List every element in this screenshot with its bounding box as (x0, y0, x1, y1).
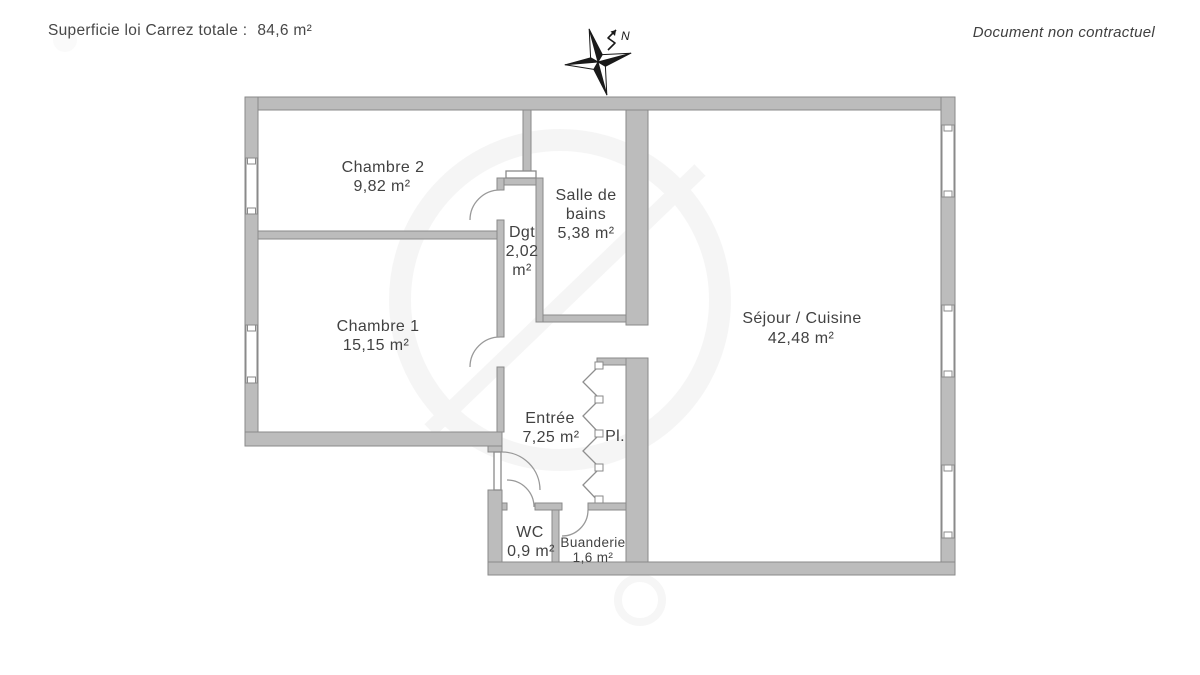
wall-dgt-right (535, 177, 544, 323)
wall-ch1-ch2-divider (257, 230, 503, 240)
wall-left-lower-a (487, 445, 503, 453)
north-arrow (607, 29, 617, 51)
room-label-chambre1: Chambre 1 15,15 m² (337, 318, 420, 354)
room-label-placard: Pl. (605, 428, 625, 445)
wall-left-lower-b (487, 489, 503, 563)
door-arc-buanderie (561, 509, 589, 537)
svg-text:7,25 m²: 7,25 m² (522, 429, 579, 446)
wall-chambre1-bottom (244, 431, 503, 447)
svg-text:Pl.: Pl. (605, 428, 625, 445)
window-sejour-3 (941, 464, 955, 539)
room-labels: Chambre 2 9,82 m² Salle de bains 5,38 m²… (337, 159, 862, 565)
wall-dgt-left-b (496, 219, 505, 338)
wall-sdb-sejour (625, 109, 649, 326)
doors (469, 170, 604, 537)
svg-text:Entrée: Entrée (525, 410, 575, 427)
wall-left-upper (244, 96, 259, 447)
wall-dgt-left-c (496, 366, 505, 433)
svg-text:2,02: 2,02 (506, 243, 539, 260)
svg-text:WC: WC (516, 524, 543, 541)
windows (245, 124, 955, 539)
carrez-label-text: Superficie loi Carrez totale : (48, 22, 248, 39)
svg-text:9,82 m²: 9,82 m² (353, 178, 410, 195)
placard-jambs (594, 361, 604, 504)
svg-text:15,15 m²: 15,15 m² (343, 337, 410, 354)
svg-text:42,48 m²: 42,48 m² (768, 330, 835, 347)
window-chambre2 (245, 157, 258, 215)
door-arc-chambre1 (469, 336, 501, 368)
svg-text:Buanderie: Buanderie (560, 535, 625, 550)
watermark (53, 28, 731, 626)
svg-text:1,6 m²: 1,6 m² (573, 550, 614, 565)
svg-text:Chambre 1: Chambre 1 (337, 318, 420, 335)
door-arc-wc (506, 479, 535, 508)
window-chambre1 (245, 324, 258, 384)
wall-dgt-left-a (496, 177, 505, 191)
room-label-salle-de-bains: Salle de bains 5,38 m² (555, 187, 616, 242)
svg-text:5,38 m²: 5,38 m² (557, 225, 614, 242)
carrez-total-value: 84,6 m² (257, 22, 313, 39)
svg-text:Salle de: Salle de (555, 187, 616, 204)
room-label-sejour-cuisine: Séjour / Cuisine 42,48 m² (742, 310, 861, 347)
wall-chambre2-right (522, 109, 532, 173)
door-arc-chambre2 (469, 189, 501, 221)
compass-rose (564, 28, 632, 96)
wall-bottom (487, 561, 956, 576)
room-label-dgt: Dgt 2,02 m² (506, 224, 539, 279)
wall-placard-sejour (625, 357, 649, 563)
room-label-buanderie: Buanderie 1,6 m² (560, 535, 625, 565)
non-contractual-note: Document non contractuel (972, 24, 1155, 41)
north-arrowhead (610, 30, 616, 36)
wall-top (244, 96, 956, 111)
svg-text:bains: bains (566, 206, 606, 223)
sdb-door-leaf (505, 170, 537, 179)
wall-wc-top-b (534, 502, 563, 511)
wall-wc-buanderie-divider (551, 509, 560, 563)
room-label-wc: WC 0,9 m² (507, 524, 555, 560)
svg-text:0,9 m²: 0,9 m² (507, 543, 555, 560)
door-arc-entrance (501, 451, 541, 491)
room-label-chambre2: Chambre 2 9,82 m² (342, 159, 425, 195)
room-label-entree: Entrée 7,25 m² (522, 410, 579, 446)
wall-wc-top-a (501, 502, 508, 511)
svg-text:m²: m² (512, 262, 532, 279)
compass-n-label: N (621, 29, 630, 43)
svg-text:Dgt: Dgt (509, 224, 535, 241)
window-sejour-1 (941, 124, 955, 198)
walls (244, 96, 956, 576)
wall-buanderie-top (587, 502, 627, 511)
window-sejour-2 (941, 304, 955, 378)
carrez-total-label: Superficie loi Carrez totale : 84,6 m² (48, 22, 312, 40)
entrance-door-leaf (493, 451, 502, 491)
svg-text:Séjour / Cuisine: Séjour / Cuisine (742, 310, 861, 327)
svg-text:Chambre 2: Chambre 2 (342, 159, 425, 176)
